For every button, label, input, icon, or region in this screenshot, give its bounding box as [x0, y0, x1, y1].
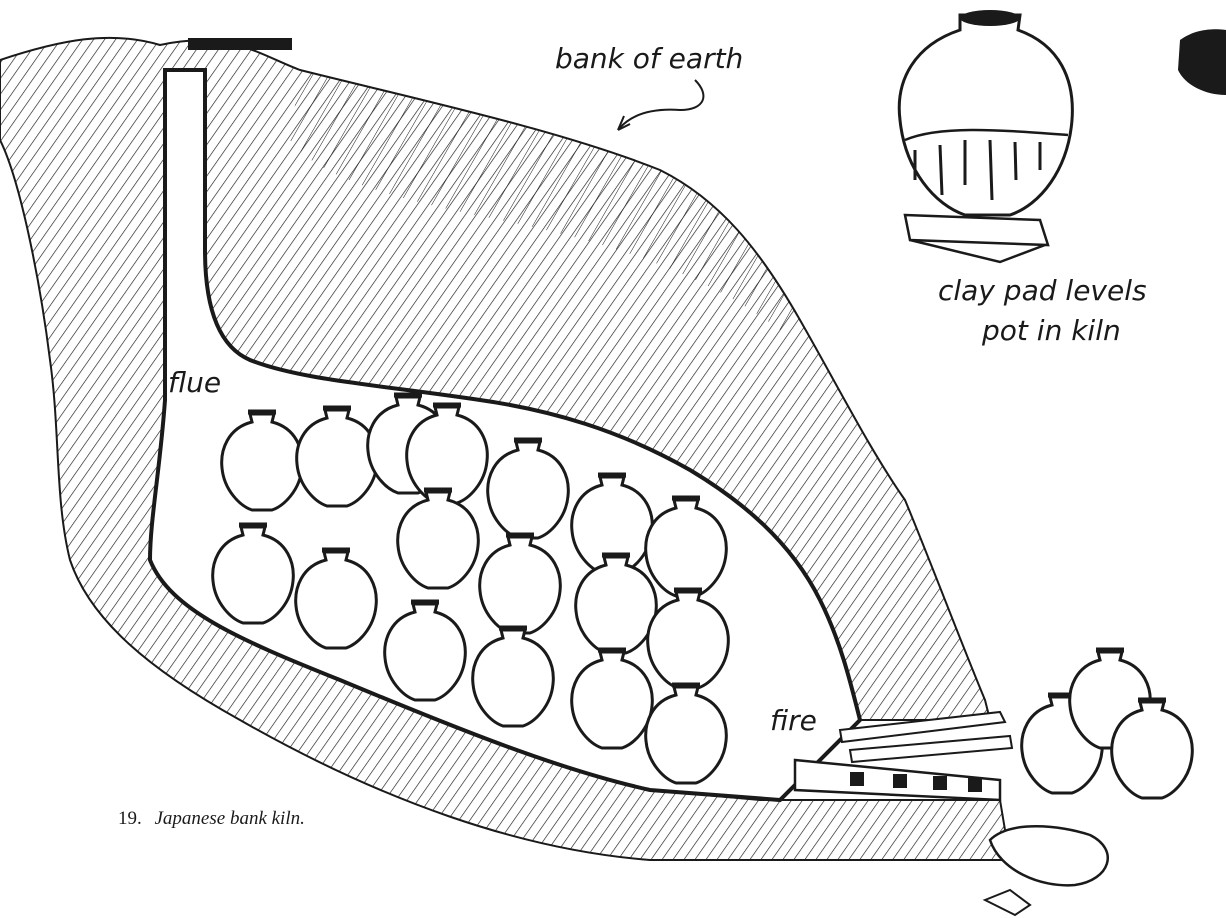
bank-of-earth-arrow: [618, 80, 703, 130]
flue-cap: [188, 38, 292, 50]
outside-pots: [985, 650, 1192, 915]
figure-caption: 19. Japanese bank kiln.: [118, 808, 305, 829]
pot-on-clay-pad: [899, 10, 1072, 262]
label-clay-pad-line2: pot in kiln: [981, 314, 1121, 347]
label-bank-of-earth: bank of earth: [555, 42, 743, 75]
label-clay-pad-line1: clay pad levels: [938, 274, 1147, 307]
ink-blot: [1178, 29, 1226, 95]
figure-number: 19.: [118, 808, 142, 829]
label-fire: fire: [770, 704, 817, 737]
label-flue: flue: [168, 366, 221, 399]
figure-title: Japanese bank kiln.: [155, 808, 305, 829]
